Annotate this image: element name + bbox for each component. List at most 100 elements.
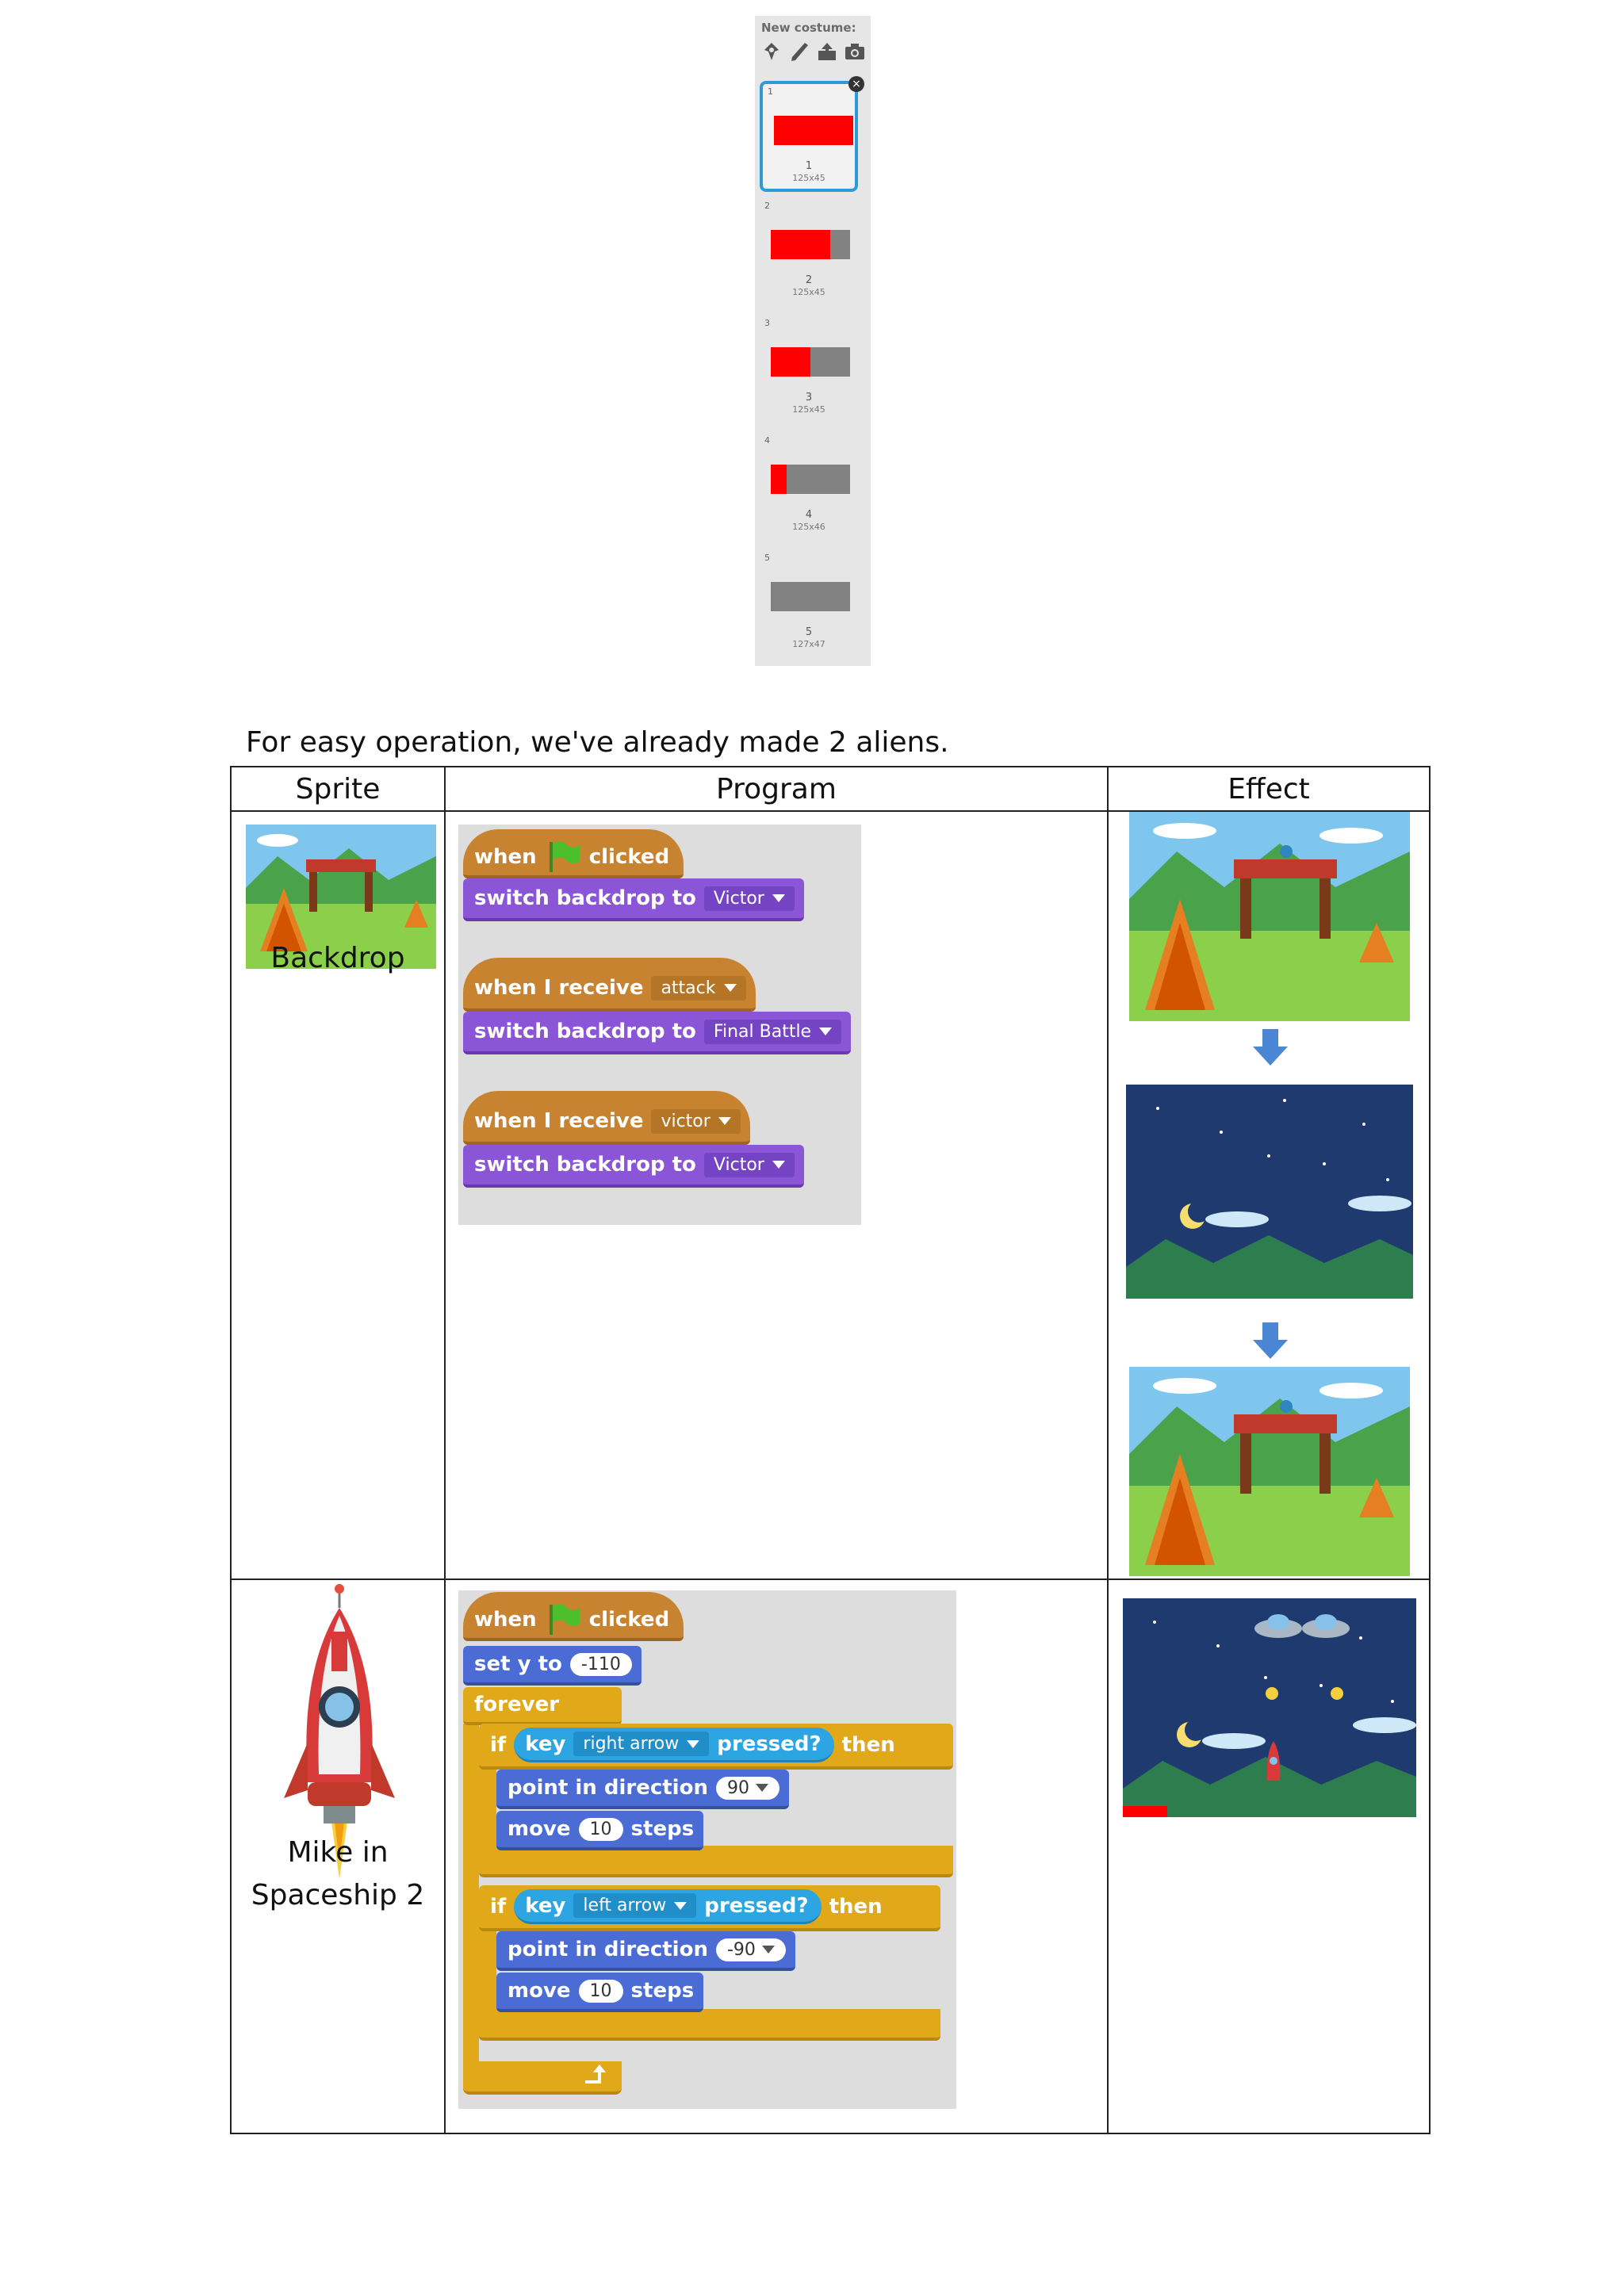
chevron-down-icon <box>761 1946 775 1954</box>
set-y-label: set y to <box>474 1652 562 1676</box>
forever-block-arm <box>463 1724 479 2080</box>
if-block-arm <box>479 1928 496 2022</box>
if-label: if <box>490 1733 507 1757</box>
steps-input[interactable]: 10 <box>578 1979 623 2003</box>
victor-backdrop-image <box>1129 812 1410 1021</box>
direction-value: -90 <box>726 1939 756 1960</box>
point-in-direction-label: point in direction <box>508 1776 708 1800</box>
costume-item[interactable]: 4 4 125x46 <box>760 433 858 544</box>
costume-thumbnail <box>771 465 850 494</box>
costume-thumbnail <box>771 582 850 611</box>
header-program: Program <box>716 773 837 806</box>
costume-size: 125x45 <box>792 404 825 415</box>
move-steps-block[interactable]: move 10 steps <box>496 1811 704 1850</box>
chevron-down-icon <box>772 1161 785 1169</box>
key-label: key <box>525 1893 566 1918</box>
direction-value: 90 <box>726 1777 749 1798</box>
costume-panel: New costume: 1 1 125x45 × 2 2 125x45 3 3… <box>755 16 871 666</box>
backdrop-dropdown[interactable]: Victor <box>703 886 795 911</box>
costume-name: 5 <box>805 626 813 638</box>
y-value-input[interactable]: -110 <box>569 1652 632 1676</box>
message-value: attack <box>661 978 716 998</box>
delete-costume-icon[interactable]: × <box>848 76 864 92</box>
costume-item[interactable]: 3 3 125x45 <box>760 316 858 427</box>
costume-index: 5 <box>764 553 770 563</box>
sprite-label-backdrop: Backdrop <box>270 942 405 974</box>
when-flag-clicked-block[interactable]: when clicked <box>463 1592 684 1641</box>
pencil-icon[interactable] <box>789 41 810 62</box>
final-battle-backdrop-image <box>1126 1085 1413 1299</box>
costume-index: 1 <box>768 86 773 97</box>
spaceship-game-preview <box>1123 1598 1416 1817</box>
key-dropdown[interactable]: left arrow <box>573 1893 697 1918</box>
intro-text: For easy operation, we've already made 2… <box>246 726 949 759</box>
new-costume-label: New costume: <box>761 21 856 35</box>
if-block-arm <box>479 1766 496 1858</box>
backdrop-dropdown[interactable]: Final Battle <box>703 1019 842 1044</box>
clicked-label: clicked <box>588 1608 670 1632</box>
loop-arrow-icon <box>585 2064 606 2084</box>
costume-size: 125x45 <box>792 173 825 183</box>
move-label: move <box>508 1979 571 2003</box>
if-key-block[interactable]: if key left arrow pressed? then <box>479 1885 940 1931</box>
costume-name: 1 <box>805 160 813 172</box>
key-label: key <box>525 1732 566 1756</box>
point-in-direction-block[interactable]: point in direction 90 <box>496 1770 789 1809</box>
message-dropdown[interactable]: attack <box>651 975 746 1001</box>
backdrop-dropdown[interactable]: Victor <box>703 1152 795 1177</box>
costume-item[interactable]: 2 2 125x45 <box>760 198 858 309</box>
if-label: if <box>490 1895 507 1919</box>
chevron-down-icon <box>772 894 785 902</box>
direction-dropdown[interactable]: -90 <box>715 1938 786 1961</box>
move-steps-block[interactable]: move 10 steps <box>496 1973 704 2012</box>
point-in-direction-block[interactable]: point in direction -90 <box>496 1931 795 1971</box>
when-i-receive-block[interactable]: when I receive attack <box>463 958 756 1012</box>
forever-block[interactable]: forever <box>463 1687 622 1725</box>
switch-backdrop-label: switch backdrop to <box>474 1153 696 1177</box>
costume-index: 3 <box>764 318 770 328</box>
key-dropdown[interactable]: right arrow <box>573 1732 710 1756</box>
costume-item[interactable]: 5 5 127x47 <box>760 550 858 661</box>
camera-icon[interactable] <box>845 41 865 62</box>
when-label: when <box>474 845 537 869</box>
message-dropdown[interactable]: victor <box>651 1108 741 1134</box>
costume-size: 125x45 <box>792 287 825 297</box>
costume-tools <box>761 41 865 62</box>
switch-backdrop-block[interactable]: switch backdrop to Victor <box>463 1145 804 1188</box>
backdrop-value: Victor <box>713 888 764 909</box>
forever-label: forever <box>474 1693 560 1716</box>
rocket-sprite-image <box>284 1584 395 1879</box>
chevron-down-icon <box>819 1027 833 1035</box>
point-in-direction-label: point in direction <box>508 1938 708 1961</box>
upload-icon[interactable] <box>817 41 837 62</box>
switch-backdrop-block[interactable]: switch backdrop to Victor <box>463 878 804 921</box>
message-value: victor <box>661 1111 710 1131</box>
direction-dropdown[interactable]: 90 <box>715 1776 779 1800</box>
arrow-down-icon <box>1253 1029 1288 1066</box>
steps-label: steps <box>630 1979 695 2003</box>
paint-brush-icon[interactable] <box>761 41 782 62</box>
costume-size: 125x46 <box>792 522 825 532</box>
row-divider <box>232 1578 1429 1580</box>
switch-backdrop-block[interactable]: switch backdrop to Final Battle <box>463 1012 852 1054</box>
costume-name: 4 <box>805 509 813 521</box>
when-label: when <box>474 1608 537 1632</box>
chevron-down-icon <box>674 1901 688 1910</box>
backdrop-thumbnail <box>246 825 436 969</box>
key-pressed-sensing[interactable]: key right arrow pressed? <box>514 1728 834 1762</box>
if-key-block[interactable]: if key right arrow pressed? then <box>479 1724 953 1770</box>
sprite-label-spaceship-line2: Spaceship 2 <box>251 1879 425 1911</box>
key-pressed-sensing[interactable]: key left arrow pressed? <box>514 1889 822 1924</box>
costume-thumbnail <box>774 116 853 145</box>
when-flag-clicked-block[interactable]: when clicked <box>463 829 684 878</box>
set-y-block[interactable]: set y to -110 <box>463 1646 642 1686</box>
costume-item[interactable]: 1 1 125x45 × <box>760 76 864 192</box>
switch-backdrop-label: switch backdrop to <box>474 886 696 910</box>
forever-block-bottom <box>463 2061 622 2095</box>
column-divider <box>1107 767 1109 2133</box>
header-sprite: Sprite <box>295 773 381 806</box>
when-i-receive-block[interactable]: when I receive victor <box>463 1091 750 1145</box>
steps-input[interactable]: 10 <box>578 1817 623 1841</box>
green-flag-icon <box>545 840 581 874</box>
header-divider <box>232 810 1429 812</box>
